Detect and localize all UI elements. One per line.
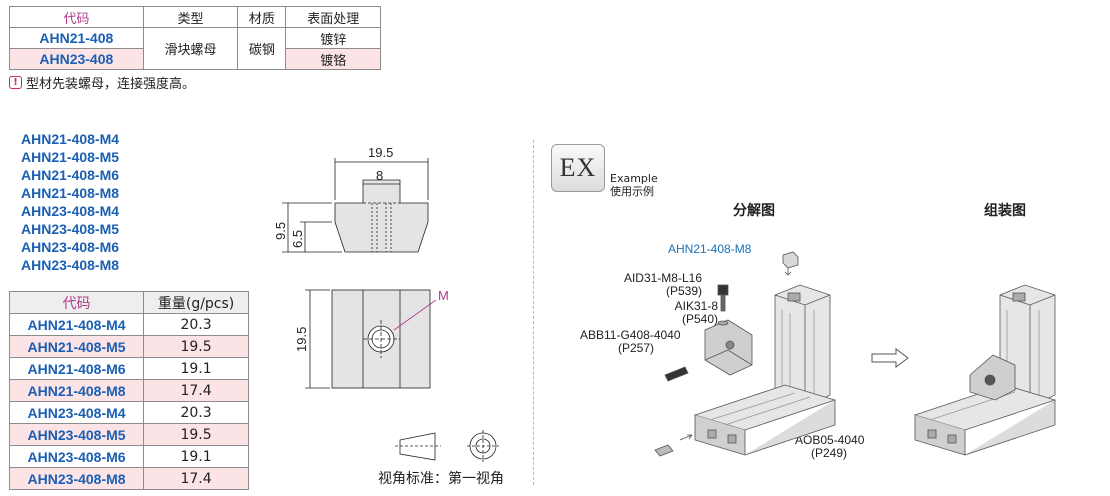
weight-value: 19.5 (143, 423, 249, 446)
label-bracket-page: (P257) (618, 341, 655, 355)
code-list-item: AHN21-408-M5 (21, 149, 120, 165)
example-caption-en: Example (610, 172, 658, 185)
assembled-illustration (913, 284, 1057, 456)
spec-header-row: 代码 类型 材质 表面处理 (9, 6, 381, 28)
spec-header-finish: 表面处理 (285, 6, 381, 28)
weight-value: 19.1 (143, 357, 249, 380)
section-divider (533, 140, 534, 485)
warning-icon: ! (9, 76, 22, 89)
projection-symbol (395, 430, 499, 462)
label-profile-page: (P249) (811, 446, 848, 460)
nut-front-view (334, 179, 429, 253)
code-list-item: AHN23-408-M5 (21, 221, 120, 237)
label-profile-code: AOB05-4040 (795, 433, 865, 447)
label-screw-page: (P539) (665, 284, 702, 298)
right-arrow-icon (871, 348, 909, 368)
dim-height-label: 9.5 (273, 222, 288, 240)
weight-header-code: 代码 (8, 291, 145, 314)
label-washer-page: (P540) (681, 312, 718, 326)
weight-value: 20.3 (143, 313, 249, 336)
example-badge: EX (551, 144, 605, 192)
label-nut: AHN21-408-M8 (668, 242, 752, 256)
view-standard-caption: 视角标准：第一视角 (378, 471, 504, 487)
exploded-view-title: 分解图 (733, 203, 775, 219)
weight-value: 17.4 (143, 467, 249, 490)
screw-part (717, 284, 729, 296)
dim-width-label: 19.5 (368, 145, 393, 160)
example-caption: Example 使用示例 (610, 172, 658, 198)
weight-code: AHN23-408-M5 (8, 423, 145, 446)
label-washer-code: AIK31-8 (674, 299, 718, 313)
weight-code: AHN21-408-M5 (8, 335, 145, 358)
spec-code: AHN21-408 (9, 27, 144, 49)
nut-top-view (331, 289, 431, 389)
weight-code: AHN21-408-M6 (8, 357, 145, 380)
weight-value: 20.3 (143, 401, 249, 424)
code-list-item: AHN21-408-M6 (21, 167, 120, 183)
label-bracket: ABB11-G408-4040 (P257) (580, 329, 681, 355)
technical-drawing: 19.5 8 9.5 6.5 19.5 M (273, 145, 449, 389)
code-list-item: AHN23-408-M8 (21, 257, 120, 273)
spec-header-type: 类型 (142, 6, 239, 28)
spec-header-code: 代码 (9, 6, 144, 28)
note: ! 型材先装螺母，连接强度高。 (9, 73, 195, 92)
spec-type: 滑块螺母 (142, 27, 239, 70)
label-screw: AID31-M8-L16 (P539) (606, 272, 702, 298)
label-screw-code: AID31-M8-L16 (623, 271, 702, 285)
spec-row: AHN23-408 镀铬 (9, 48, 381, 70)
weight-value: 17.4 (143, 379, 249, 402)
nut-part (782, 251, 799, 269)
dim-inner-label: 6.5 (290, 230, 305, 248)
code-list-item: AHN23-408-M4 (21, 203, 120, 219)
spec-row: AHN21-408 滑块螺母 碳钢 镀锌 (9, 27, 381, 70)
label-washer: AIK31-8 (P540) (630, 300, 718, 326)
dim-slot-label: 8 (376, 168, 383, 183)
label-profile: AOB05-4040 (P249) (795, 434, 864, 460)
note-text: 型材先装螺母，连接强度高。 (26, 77, 196, 92)
dim-top-height-label: 19.5 (294, 327, 309, 352)
weight-header-row: 代码 重量(g/pcs) (8, 291, 249, 314)
code-list: AHN21-408-M4 AHN21-408-M5 AHN21-408-M6 A… (21, 130, 119, 274)
spec-header-material: 材质 (237, 6, 287, 28)
code-list-item: AHN23-408-M6 (21, 239, 120, 255)
assembled-view-title: 组装图 (984, 203, 1026, 219)
code-list-item: AHN21-408-M8 (21, 185, 120, 201)
weight-code: AHN21-408-M8 (8, 379, 145, 402)
weight-code: AHN21-408-M4 (8, 313, 145, 336)
weight-code: AHN23-408-M8 (8, 467, 145, 490)
washer-part (717, 320, 729, 326)
spec-finish: 镀锌 (285, 27, 381, 49)
thread-label: M (438, 288, 449, 303)
code-list-item: AHN21-408-M4 (21, 131, 120, 147)
weight-header-weight: 重量(g/pcs) (143, 291, 249, 314)
label-bracket-code: ABB11-G408-4040 (580, 328, 681, 342)
weight-code: AHN23-408-M6 (8, 445, 145, 468)
spec-table: 代码 类型 材质 表面处理 AHN21-408 滑块螺母 碳钢 镀锌 AHN23… (9, 6, 381, 70)
exploded-assembly-illustration (654, 251, 837, 457)
weight-code: AHN23-408-M4 (8, 401, 145, 424)
weight-value: 19.5 (143, 335, 249, 358)
spec-code: AHN23-408 (9, 48, 144, 70)
weight-value: 19.1 (143, 445, 249, 468)
spec-material: 碳钢 (237, 27, 287, 70)
example-caption-cn: 使用示例 (610, 185, 654, 198)
spec-finish: 镀铬 (285, 48, 381, 70)
